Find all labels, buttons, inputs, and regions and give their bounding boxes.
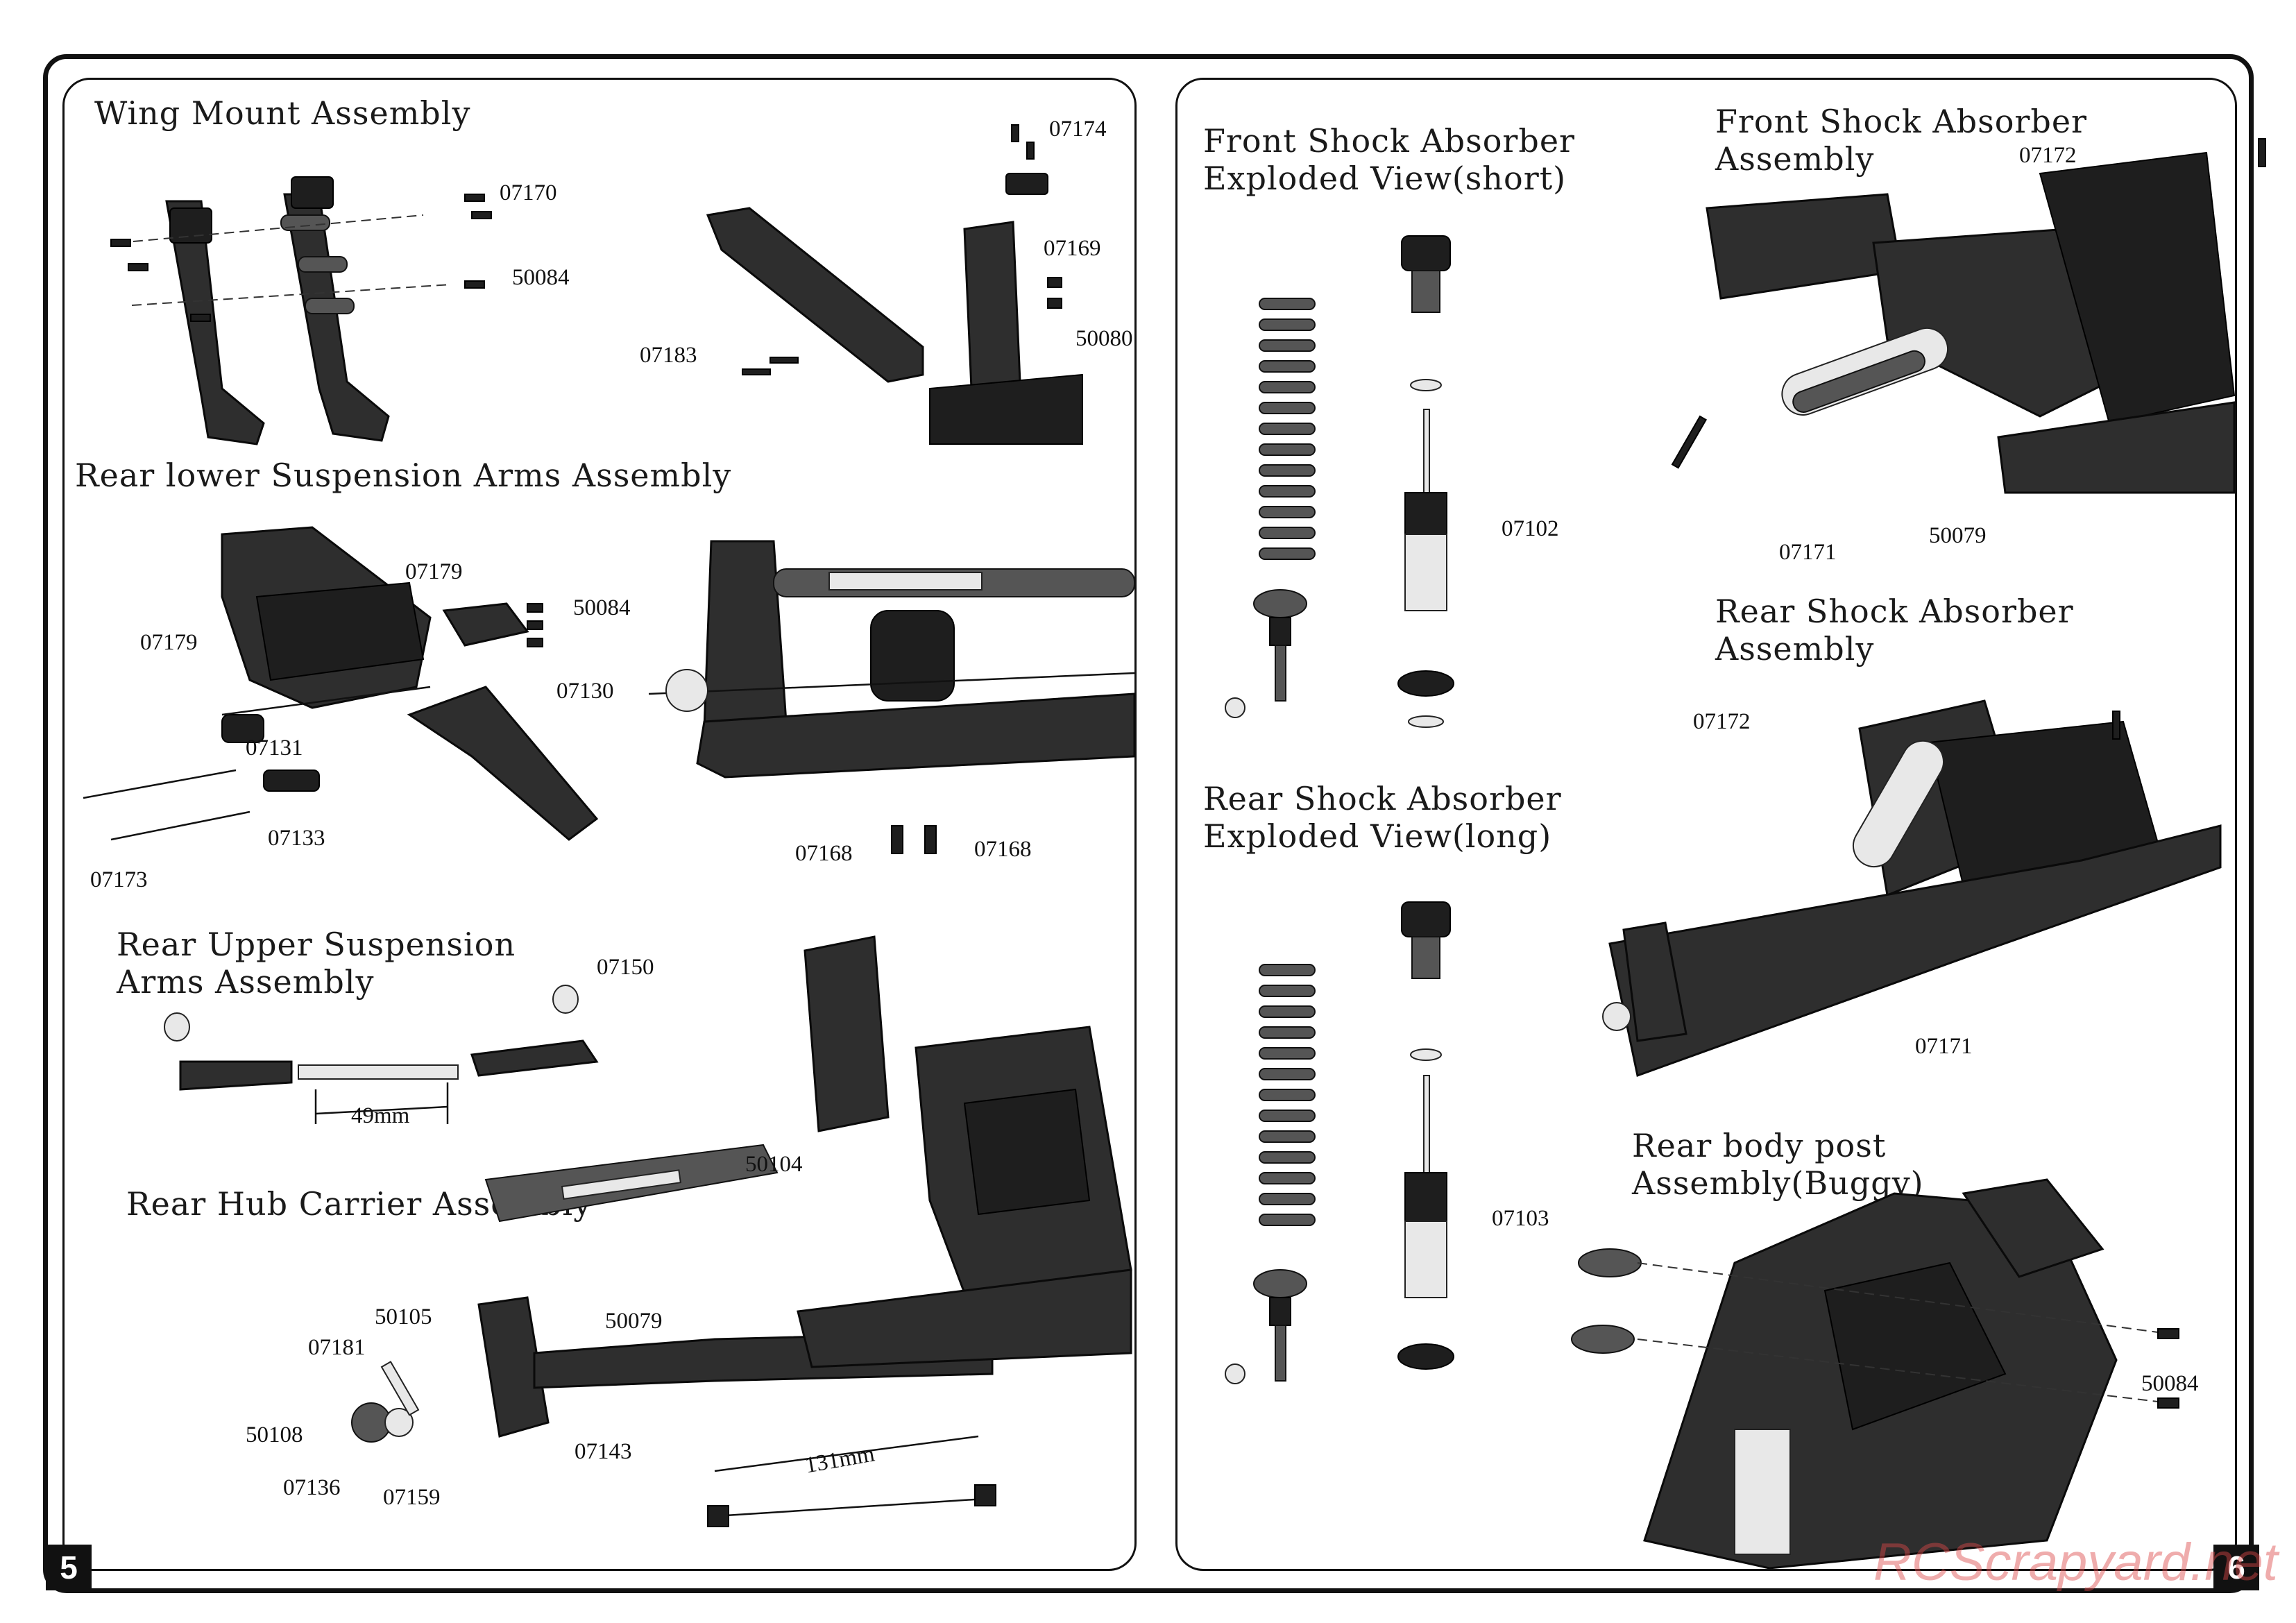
rear-lower-arms-installed-drawing	[648, 540, 1136, 854]
part-label: 07172	[2019, 143, 2077, 168]
rear-shock-assembly-drawing	[1602, 699, 2222, 1077]
rear-upper-arms-drawing	[164, 985, 599, 1124]
rear-chassis-drawing	[797, 935, 1132, 1368]
shock-absorber	[1852, 740, 1944, 868]
part-label: 50105	[375, 1305, 432, 1329]
part-label: 50108	[246, 1422, 303, 1447]
part-label: 07181	[308, 1335, 366, 1360]
front-shock-exploded-drawing	[1225, 235, 1454, 728]
part-label: 07169	[1044, 236, 1101, 261]
watermark: RCScrapyard.net	[1873, 1533, 2278, 1592]
part-label: 07170	[500, 180, 557, 205]
part-label: 50084	[573, 595, 631, 620]
part-label: 50104	[745, 1152, 803, 1177]
rear-lower-arms-title: Rear lower Suspension Arms Assembly	[75, 457, 732, 494]
part-label: 50079	[1929, 523, 1987, 548]
front-shock-assembly-drawing	[1671, 138, 2266, 494]
left-page-panel	[62, 78, 1137, 1571]
part-label: 07172	[1693, 709, 1751, 734]
part-label: 07130	[556, 679, 614, 704]
part-label: 50084	[2141, 1371, 2199, 1396]
rear-body-post-drawing	[1571, 1178, 2179, 1570]
part-label: 07136	[283, 1475, 341, 1500]
rear-shock-exploded-drawing	[1225, 901, 1454, 1384]
part-label: 07133	[268, 826, 325, 851]
part-label: 07143	[575, 1439, 632, 1464]
right-page-panel	[1175, 78, 2237, 1571]
rear-shock-exploded-title: Rear Shock Absorber Exploded View(long)	[1203, 780, 1562, 855]
wing-mount-title: Wing Mount Assembly	[94, 94, 471, 132]
wing-mount-exploded-drawing	[110, 176, 492, 445]
front-shock-exploded-title: Front Shock Absorber Exploded View(short…	[1203, 122, 1576, 197]
part-label: 07171	[1779, 540, 1837, 565]
part-label: 07183	[640, 343, 697, 368]
part-label: 07173	[90, 867, 148, 892]
part-label: 50084	[512, 265, 570, 290]
part-label: 50079	[605, 1309, 663, 1334]
page-frame	[43, 54, 2254, 1593]
page-number-left: 5	[46, 1545, 92, 1590]
part-label: 07103	[1492, 1206, 1549, 1231]
part-label: 07168	[974, 837, 1032, 862]
part-label: 50080	[1075, 326, 1133, 351]
part-label: 07179	[140, 630, 198, 655]
part-label: 07150	[597, 955, 654, 980]
shock-absorber	[1781, 327, 1948, 416]
part-label: 07179	[405, 559, 463, 584]
rear-body-post-title: Rear body post Assembly(Buggy)	[1632, 1127, 1924, 1202]
part-label: 07131	[246, 736, 303, 760]
page-number-right: 6	[2213, 1545, 2259, 1590]
front-shock-assembly-title: Front Shock Absorber Assembly	[1715, 103, 2088, 178]
part-label: 07102	[1502, 516, 1559, 541]
rear-hub-carrier-drawing	[351, 1144, 996, 1527]
part-label: 07168	[795, 841, 853, 866]
rear-upper-arms-title: Rear Upper Suspension Arms Assembly	[117, 926, 516, 1001]
shock-spring	[1259, 964, 1316, 1226]
dimension-label: 49mm	[351, 1103, 410, 1128]
part-label: 07174	[1049, 117, 1107, 142]
rear-shock-assembly-title: Rear Shock Absorber Assembly	[1715, 593, 2074, 668]
shock-spring	[1259, 298, 1316, 560]
wing-mount-installed-drawing	[706, 124, 1083, 445]
part-label: 07159	[383, 1485, 441, 1510]
part-label: 07171	[1915, 1034, 1973, 1059]
rear-lower-arms-exploded-drawing	[83, 526, 599, 841]
